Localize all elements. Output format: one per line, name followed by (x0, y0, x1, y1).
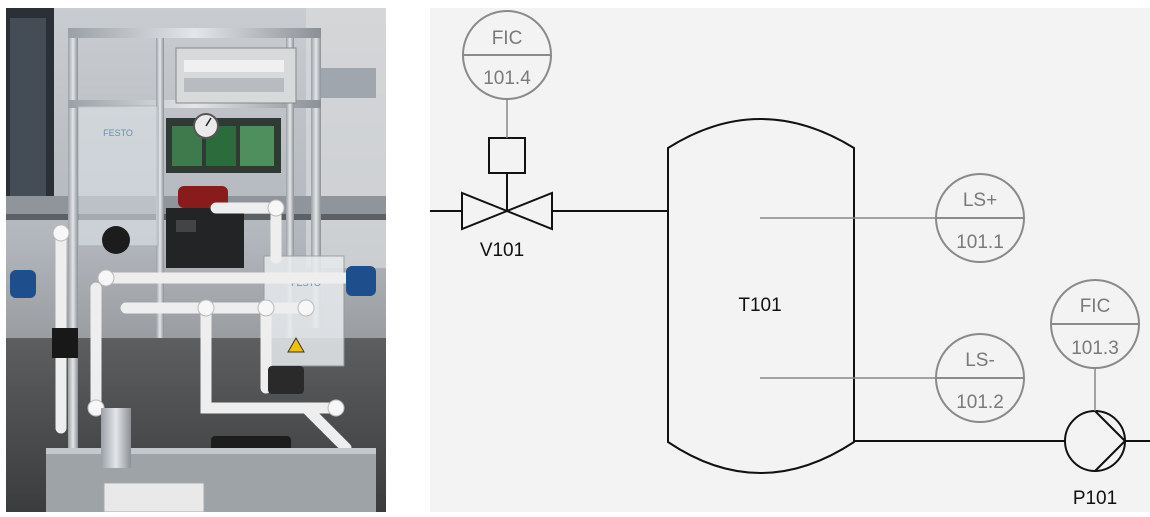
instrument-fic-101-4: FIC 101.4 (462, 10, 552, 100)
diagram-background (430, 8, 1150, 512)
pump-p101-symbol (1064, 410, 1126, 472)
instrument-function: FIC (492, 28, 523, 49)
pump-label: P101 (1073, 488, 1117, 509)
process-station-photo-icon: FESTO FESTO (6, 8, 386, 512)
instrument-function: LS- (965, 350, 995, 371)
process-station-photo: FESTO FESTO (6, 8, 386, 512)
instrument-tag: 101.1 (956, 232, 1004, 253)
valve-label: V101 (480, 240, 524, 261)
warning-sign-icon (287, 336, 305, 353)
instrument-fic-101-3: FIC 101.3 (1050, 279, 1140, 369)
instrument-function: LS+ (963, 190, 997, 211)
instrument-tag: 101.4 (483, 68, 531, 89)
instrument-tag: 101.3 (1071, 338, 1119, 359)
table-base (46, 448, 376, 512)
instrument-ls-minus-101-2: LS- 101.2 (935, 333, 1025, 423)
tank-photo (77, 105, 159, 247)
brand-label: FESTO (103, 128, 133, 138)
pid-diagram-canvas: V101 FIC 101.4 T101 LS+ 101.1 LS- 101.2 (430, 8, 1150, 512)
instrument-tag: 101.2 (956, 392, 1004, 413)
pid-diagram: V101 FIC 101.4 T101 LS+ 101.1 LS- 101.2 (430, 8, 1150, 512)
tank-label: T101 (738, 295, 781, 316)
instrument-ls-plus-101-1: LS+ 101.1 (935, 173, 1025, 263)
instrument-function: FIC (1080, 296, 1111, 317)
gauge-left-icon (102, 226, 130, 254)
valve-actuator-photo (178, 186, 228, 208)
